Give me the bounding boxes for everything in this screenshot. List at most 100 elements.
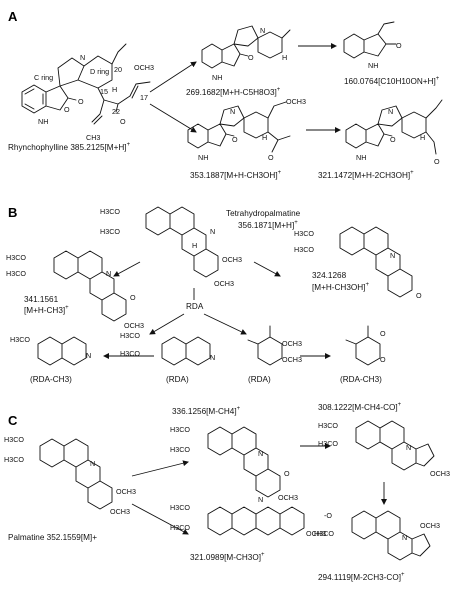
group-label: OCH3 (282, 355, 302, 364)
group-label: H3CO (170, 425, 190, 434)
rda-ch3-right-structure (345, 325, 381, 366)
atom-label: NH (38, 117, 48, 126)
fragment-324-mz: 324.1268 (312, 271, 347, 280)
rda-product-label: (RDA-CH3) (340, 375, 382, 384)
group-label: OCH3 (214, 279, 234, 288)
group-label: H3CO (294, 229, 314, 238)
fragment-321c-structure (207, 506, 305, 536)
rhynchophylline-structure (21, 43, 151, 125)
atom-label: 20 (114, 65, 122, 74)
atom-label: H (420, 133, 425, 142)
arrow-a1 (149, 61, 197, 93)
arrow-c2 (131, 503, 189, 535)
group-label: O (380, 355, 386, 364)
group-label: O (416, 291, 422, 300)
arrow-b1 (113, 261, 141, 277)
fragment-294-structure (351, 510, 431, 561)
group-label: N (90, 459, 95, 468)
group-label: H3CO (120, 331, 140, 340)
palmatine-label: Palmatine 352.1559[M]+ (8, 533, 97, 542)
rda-mid-left-structure (161, 336, 211, 366)
group-label: N (210, 227, 215, 236)
atom-label: O (78, 97, 84, 106)
tetrahydropalmatine-name: Tetrahydropalmatine (226, 209, 301, 218)
group-label: N (106, 269, 111, 278)
group-label: OCH3 (222, 255, 242, 264)
atom-label: O (390, 135, 396, 144)
fragment-341-mz: 341.1561 (24, 295, 59, 304)
atom-label: H (112, 85, 117, 94)
panel-a-label: A (8, 9, 18, 24)
group-label: H3CO (314, 529, 334, 538)
atom-label: N (388, 107, 393, 116)
atom-label: 22 (112, 107, 120, 116)
atom-label: N (80, 53, 85, 62)
group-label: N (402, 533, 407, 542)
fragment-341-formula: [M+H-CH3]+ (24, 305, 69, 315)
fragment-269-label: 269.1682[M+H-C5H8O3]+ (186, 87, 281, 97)
group-label: H3CO (6, 269, 26, 278)
rda-ch3-left-structure (37, 336, 87, 366)
group-label: N (390, 251, 395, 260)
rda-mid-right-structure (247, 325, 283, 366)
group-label: OCH3 (124, 321, 144, 330)
atom-label: N (260, 26, 265, 35)
rda-product-label: (RDA) (166, 375, 189, 384)
group-label: H3CO (318, 439, 338, 448)
atom-label: NH (212, 73, 222, 82)
group-label: O (380, 329, 386, 338)
group-label: H3CO (170, 523, 190, 532)
atom-label: NH (198, 153, 208, 162)
group-label: OCH3 (116, 487, 136, 496)
atom-label: NH (356, 153, 366, 162)
atom-label: O (434, 157, 440, 166)
fragment-160-label: 160.0764[C10H10ON+H]+ (344, 76, 440, 86)
atom-label: O (396, 41, 402, 50)
atom-label: O (120, 117, 126, 126)
group-label: OCH3 (420, 521, 440, 530)
arrow-rda2 (203, 313, 247, 335)
d-ring-label: D ring (90, 67, 109, 76)
group-label: H3CO (6, 253, 26, 262)
arrow-a2 (149, 103, 197, 133)
rda-product-label: (RDA) (248, 375, 271, 384)
tetrahydropalmatine-structure (145, 206, 219, 278)
group-label: H3CO (100, 207, 120, 216)
group-label: N (210, 353, 215, 362)
rda-product-label: (RDA-CH3) (30, 375, 72, 384)
fragment-321c-label: 321.0989[M-CH3O]+ (190, 552, 265, 562)
panel-a: A C ring D ring OCH3 O CH3 (8, 9, 443, 180)
group-label: H3CO (4, 455, 24, 464)
atom-label: NH (368, 61, 378, 70)
group-label: H3CO (10, 335, 30, 344)
fragment-353-label: 353.1887[M+H-CH3OH]+ (190, 170, 282, 180)
atom-label: 17 (140, 93, 148, 102)
group-label: OCH3 (306, 529, 326, 538)
fragment-321-structure (345, 99, 443, 155)
fragment-324-formula: [M+H-CH3OH]+ (312, 282, 369, 292)
fragment-353-structure (187, 101, 291, 153)
group-label: N (258, 495, 263, 504)
group-label: N (406, 443, 411, 452)
atom-label: O (248, 53, 254, 62)
group-label: N (258, 449, 263, 458)
fragment-324-structure (339, 226, 413, 298)
fragment-336-structure (207, 426, 281, 498)
atom-label: OCH3 (286, 97, 306, 106)
fragment-160-structure (343, 21, 397, 59)
fragment-336-label: 336.1256[M-CH4]+ (172, 406, 241, 416)
panel-b: B H3CO H3CO OCH3 OCH3 N H Tetrahydropalm… (6, 205, 422, 384)
fragment-341-structure (53, 250, 127, 322)
group-label: H3CO (170, 445, 190, 454)
panel-b-label: B (8, 205, 17, 220)
fragment-308-structure (355, 420, 435, 471)
group-label: N (86, 351, 91, 360)
group-label: O (130, 293, 136, 302)
group-label: H3CO (170, 503, 190, 512)
atom-label: 15 (100, 87, 108, 96)
fragment-294-label: 294.1119[M-2CH3-CO]+ (318, 572, 405, 582)
panel-c: C H3CO H3CO N OCH3 OCH3 Palmatine 352.15… (4, 402, 450, 582)
atom-label: O (268, 153, 274, 162)
tetrahydropalmatine-mz: 356.1871[M+H]+ (238, 220, 298, 230)
group-label: OCH3 (430, 469, 450, 478)
